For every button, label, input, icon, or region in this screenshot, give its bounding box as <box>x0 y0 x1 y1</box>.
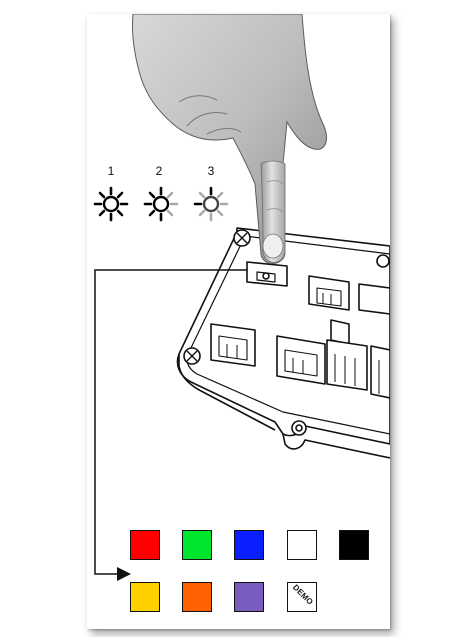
swatch-green[interactable] <box>182 530 212 560</box>
led-controller-board-icon <box>178 228 391 458</box>
demo-label: DEMO <box>291 583 315 607</box>
step-number-3: 3 <box>203 164 219 178</box>
swatch-yellow[interactable] <box>130 582 160 612</box>
swatch-black[interactable] <box>339 530 369 560</box>
demo-button[interactable]: DEMO <box>287 582 317 612</box>
swatch-white[interactable] <box>287 530 317 560</box>
sun-dim-icon <box>193 186 229 222</box>
swatch-red[interactable] <box>130 530 160 560</box>
swatch-orange[interactable] <box>182 582 212 612</box>
swatch-purple[interactable] <box>234 582 264 612</box>
step-number-1: 1 <box>103 164 119 178</box>
instruction-panel: 1 2 3 <box>87 14 390 629</box>
swatch-blue[interactable] <box>234 530 264 560</box>
sun-full-bright-icon <box>93 186 129 222</box>
pointing-hand-icon <box>132 14 326 264</box>
sun-half-bright-icon <box>143 186 179 222</box>
step-number-2: 2 <box>151 164 167 178</box>
